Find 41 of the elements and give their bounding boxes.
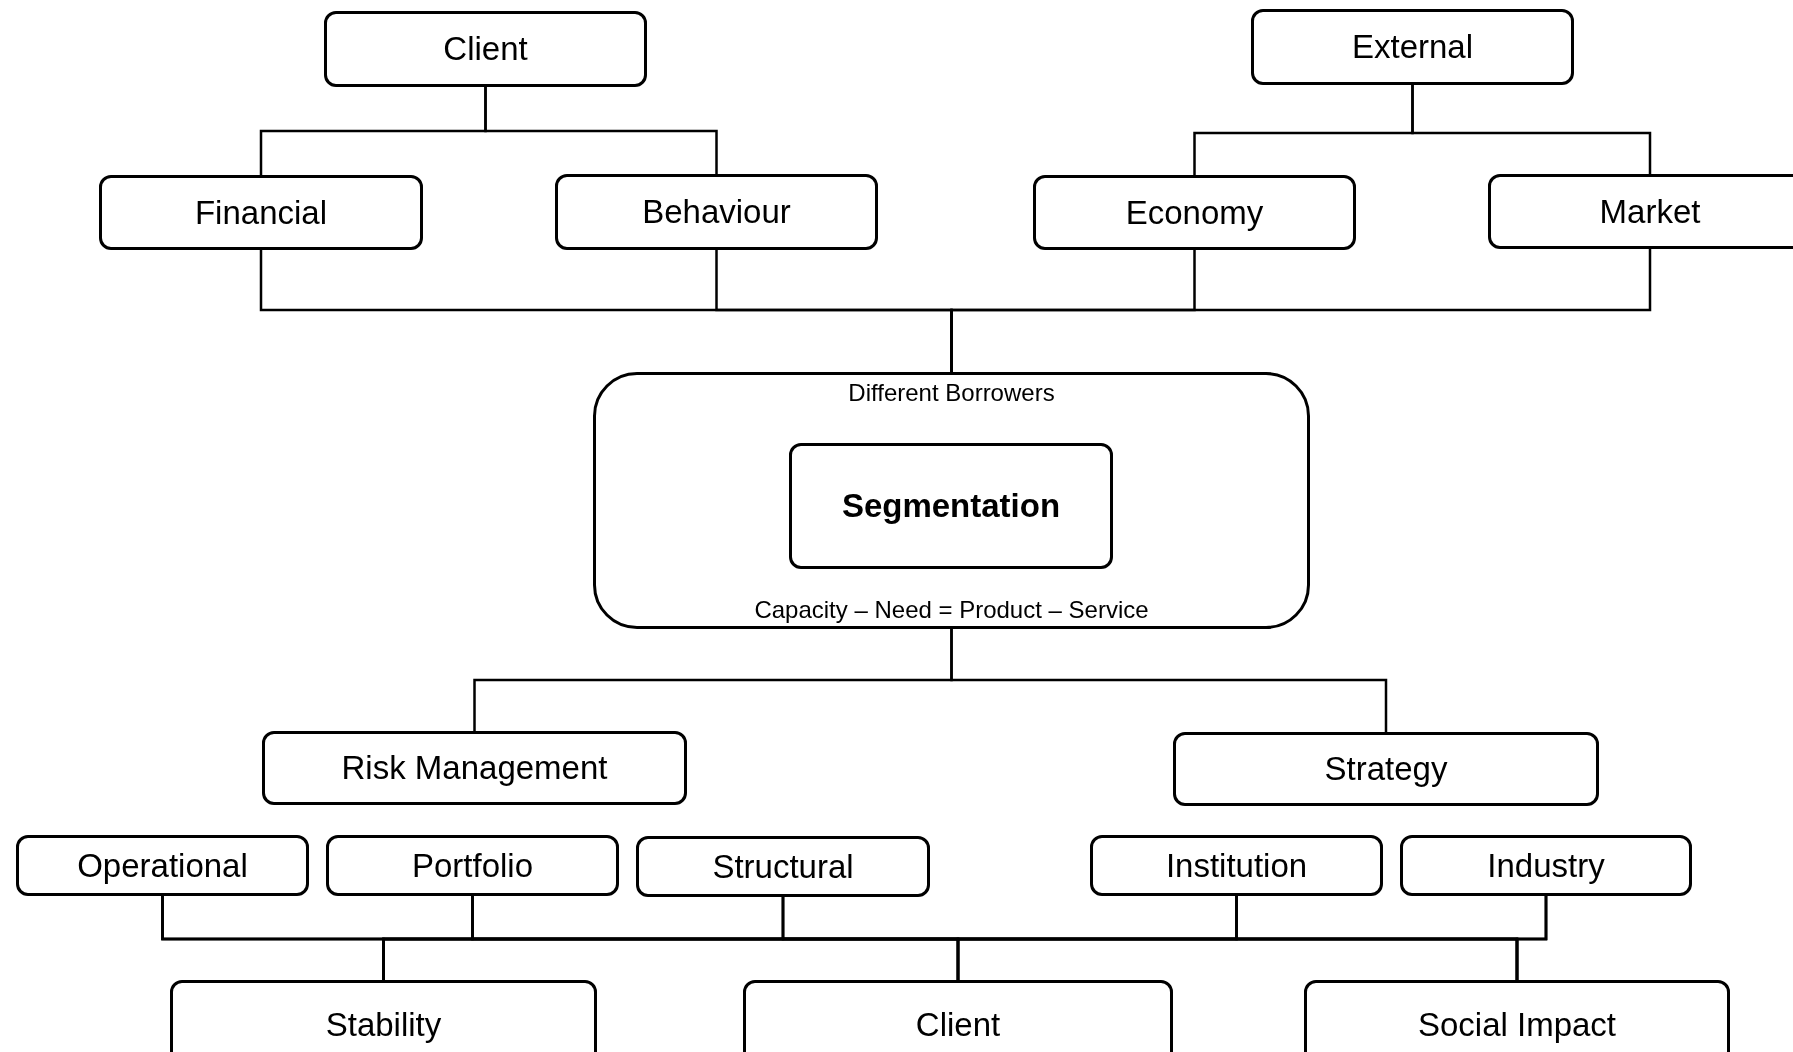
- node-label: Client: [915, 1006, 1001, 1044]
- node-label: Industry: [1487, 846, 1605, 885]
- connector-line: [1515, 896, 1548, 980]
- group-box: [593, 372, 1310, 629]
- node-label: Operational: [77, 846, 248, 885]
- process-box: [324, 11, 647, 87]
- process-box: [1488, 174, 1793, 249]
- process-box: [16, 835, 309, 896]
- node-label: Client: [443, 30, 528, 68]
- node-label: External: [1351, 28, 1474, 66]
- box-caption: Different Borrowers: [847, 379, 1056, 407]
- node-label: Segmentation: [841, 487, 1061, 525]
- process-box: [555, 174, 878, 250]
- node-label: Market: [1599, 192, 1701, 231]
- connector-line: [484, 87, 718, 174]
- node-label: Stability: [325, 1006, 442, 1044]
- process-box: [1400, 835, 1692, 896]
- process-box: [1090, 835, 1383, 896]
- connector-line: [1411, 85, 1652, 174]
- process-box: [1251, 9, 1574, 85]
- node-label: Risk Management: [341, 749, 608, 787]
- node-label: Institution: [1165, 846, 1308, 885]
- node-label: Strategy: [1324, 750, 1448, 788]
- process-box: [326, 835, 619, 896]
- node-label: Financial: [194, 193, 328, 232]
- process-box: [170, 980, 597, 1052]
- node-label: Economy: [1125, 193, 1264, 232]
- process-box: [1033, 175, 1356, 250]
- process-box: [789, 443, 1113, 569]
- process-box: [636, 836, 930, 897]
- box-caption: Capacity – Need = Product – Service: [753, 596, 1150, 624]
- node-label: Social Impact: [1417, 1006, 1617, 1044]
- connector-line: [950, 629, 1388, 732]
- node-label: Behaviour: [642, 193, 791, 231]
- node-label: Portfolio: [411, 846, 534, 885]
- process-box: [262, 731, 687, 805]
- process-box: [99, 175, 423, 250]
- node-label: Structural: [712, 847, 854, 886]
- process-box: [743, 980, 1173, 1052]
- process-box: [1173, 732, 1599, 806]
- process-box: [1304, 980, 1730, 1052]
